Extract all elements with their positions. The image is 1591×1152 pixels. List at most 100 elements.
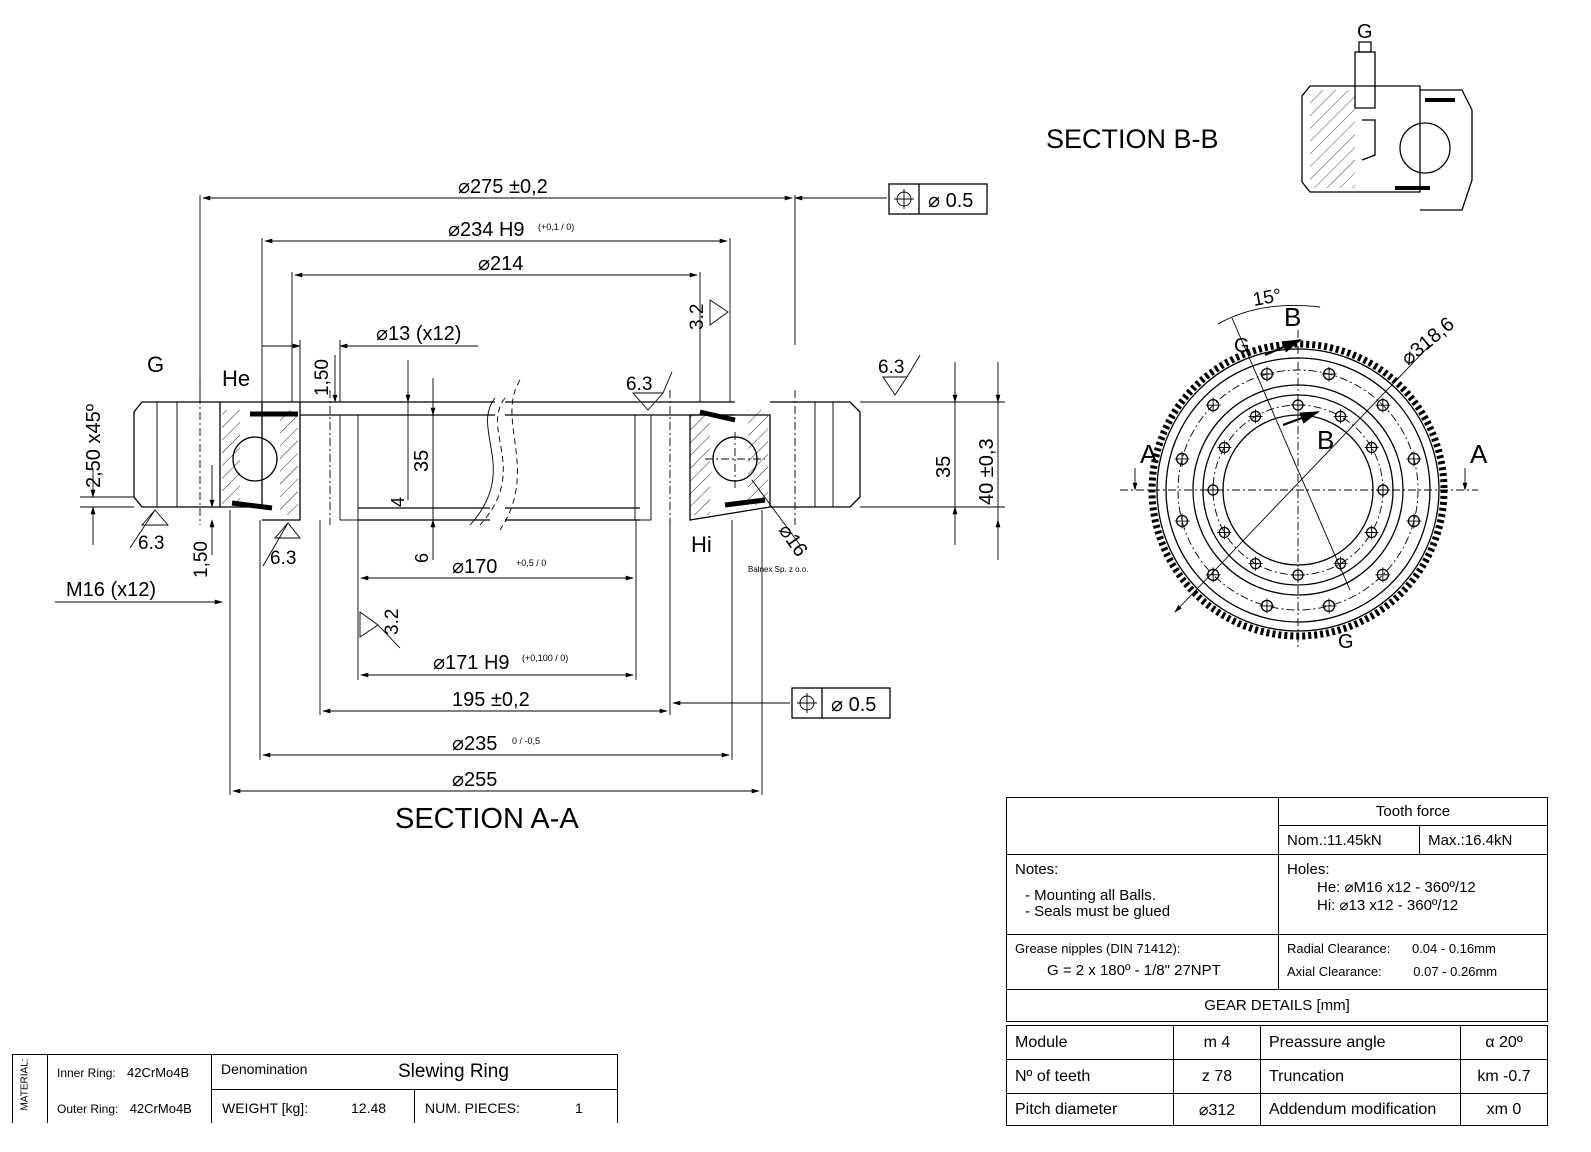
gear-key: Nº of teeth	[1006, 1059, 1174, 1094]
bolt-hole-center	[1205, 397, 1221, 413]
dim-v150-top: 1,50	[312, 359, 333, 396]
roughness-symbols: 6.3 6.3 6.3 6.3 3.2 3.2	[129, 299, 921, 649]
dim-d214: ⌀214	[478, 253, 523, 275]
gear-value: m 4	[1173, 1025, 1261, 1060]
dim-v6: 6	[412, 553, 432, 563]
plan-diameter: ⌀318,6	[1397, 313, 1459, 370]
gear-table: Module m 4 Preassure angle α 20º Nº of t…	[1006, 1025, 1548, 1126]
bolt-hole-center	[1205, 567, 1221, 583]
bolt-hole-center	[1321, 366, 1337, 382]
radial-label: Radial Clearance:	[1287, 941, 1391, 956]
gear-value: km -0.7	[1460, 1059, 1548, 1094]
dim-d171-tol: (+0,100 / 0)	[522, 653, 568, 663]
gear-key: Module	[1006, 1025, 1174, 1060]
label-he: He	[222, 366, 250, 391]
axial-value: 0.07 - 0.26mm	[1413, 964, 1498, 979]
bolt-hole-center	[1174, 451, 1190, 467]
bolt-hole-center	[1174, 513, 1190, 529]
dim-ball: ⌀16	[774, 520, 812, 561]
plan-label-a-left: A	[1140, 439, 1158, 469]
dim-v150-bot: 1,50	[191, 541, 212, 578]
denomination-label: Denomination	[221, 1061, 308, 1077]
bolt-hole-center	[1364, 525, 1379, 540]
bolt-hole-center	[1364, 440, 1379, 455]
notes-header: Notes:	[1015, 861, 1059, 878]
weight-value: 12.48	[351, 1100, 387, 1116]
gear-value: xm 0	[1460, 1093, 1548, 1126]
dim-d234: ⌀234 H9	[448, 219, 525, 241]
gear-key: Pitch diameter	[1006, 1093, 1174, 1126]
label-hi: Hi	[691, 532, 712, 557]
section-a-a: ⌀275 ±0,2 ⌀234 H9 (+0,1 / 0) ⌀214 ⌀13 (x…	[55, 176, 1005, 835]
label-g: G	[147, 352, 164, 377]
plan-holes	[1174, 366, 1422, 614]
bolt-hole-center	[1406, 451, 1422, 467]
bolt-hole-center	[1217, 525, 1232, 540]
dim-h35-left: 35	[411, 450, 433, 472]
bolt-hole-center	[1406, 513, 1422, 529]
bolt-hole-center	[1333, 556, 1348, 571]
tooth-force-header: Tooth force	[1278, 797, 1548, 826]
bolt-hole-center	[1375, 567, 1391, 583]
tooth-force-nom: Nom.:11.45kN	[1277, 825, 1421, 855]
bolt-hole-center	[1259, 598, 1275, 614]
plan-view: A A B B G G 15° ⌀318,6	[1120, 285, 1488, 653]
pieces-label: NUM. PIECES:	[425, 1100, 520, 1116]
dim-d171: ⌀171 H9	[433, 652, 510, 674]
pieces-value: 1	[575, 1100, 583, 1116]
holes-cell: Holes: He: ⌀M16 x12 - 360º/12 Hi: ⌀13 x1…	[1278, 854, 1548, 935]
tolerance-frame-2: ⌀ 0.5	[791, 687, 891, 719]
gear-value: α 20º	[1460, 1025, 1548, 1060]
svg-text:3.2: 3.2	[382, 609, 403, 635]
note-line: - Mounting all Balls.	[1025, 887, 1156, 904]
holes-he: He: ⌀M16 x12 - 360º/12	[1317, 879, 1476, 896]
bolt-hole-center	[1206, 483, 1220, 497]
plan-label-a-right: A	[1470, 439, 1488, 469]
grease-cell: Grease nipples (DIN 71412): G = 2 x 180º…	[1006, 934, 1279, 990]
dim-d170: ⌀170	[452, 556, 497, 578]
material-label: MATERIAL:	[19, 1058, 31, 1111]
radial-value: 0.04 - 0.16mm	[1411, 941, 1496, 956]
svg-text:6.3: 6.3	[878, 357, 904, 378]
tooth-force-max: Max.:16.4kN	[1419, 825, 1548, 855]
plan-label-b-center: B	[1317, 425, 1334, 455]
dim-d275: ⌀275 ±0,2	[458, 176, 548, 198]
section-b-label-g: G	[1357, 21, 1373, 43]
plan-label-g-top: G	[1234, 335, 1250, 357]
gear-value: ⌀312	[1173, 1093, 1261, 1126]
dim-d234-tol: (+0,1 / 0)	[538, 222, 574, 232]
watermark: Balnex Sp. z o.o.	[748, 565, 808, 574]
dim-d195: 195 ±0,2	[452, 689, 530, 711]
section-a-title: SECTION A-A	[395, 803, 579, 835]
spec-table: Tooth force Nom.:11.45kN Max.:16.4kN Not…	[1006, 797, 1548, 1022]
inner-ring-value: 42CrMo4B	[127, 1065, 190, 1080]
bolt-hole-center	[1375, 397, 1391, 413]
axial-label: Axial Clearance:	[1287, 964, 1382, 979]
gear-key: Addendum modification	[1260, 1093, 1461, 1126]
notes-cell: Notes: - Mounting all Balls. - Seals mus…	[1006, 854, 1279, 935]
weight-label: WEIGHT [kg]:	[222, 1100, 309, 1116]
tolerance-frame-1: ⌀ 0.5	[888, 183, 988, 215]
svg-text:6.3: 6.3	[270, 548, 296, 569]
inner-ring-label: Inner Ring:	[57, 1066, 116, 1080]
bolt-hole-center	[1333, 409, 1348, 424]
bolt-hole-center	[1376, 483, 1390, 497]
dim-v4: 4	[388, 497, 408, 507]
bolt-hole-center	[1259, 366, 1275, 382]
plan-label-b-top: B	[1284, 302, 1301, 332]
outer-ring-label: Outer Ring:	[57, 1102, 119, 1116]
bolt-hole-center	[1291, 568, 1305, 582]
holes-hi: Hi: ⌀13 x12 - 360º/12	[1317, 897, 1459, 914]
dim-d235-tol: 0 / -0,5	[512, 736, 540, 746]
dim-d235: ⌀235	[452, 733, 497, 755]
bolt-hole-center	[1217, 440, 1232, 455]
plan-label-g-bottom: G	[1338, 631, 1354, 653]
dim-h35-right: 35	[933, 456, 955, 478]
svg-text:6.3: 6.3	[138, 533, 164, 554]
svg-text:⌀ 0.5: ⌀ 0.5	[928, 190, 973, 212]
holes-header: Holes:	[1287, 861, 1330, 878]
outer-ring-value: 42CrMo4B	[129, 1101, 192, 1116]
grease-value: G = 2 x 180º - 1/8" 27NPT	[1047, 962, 1221, 979]
plan-angle: 15°	[1251, 285, 1283, 311]
